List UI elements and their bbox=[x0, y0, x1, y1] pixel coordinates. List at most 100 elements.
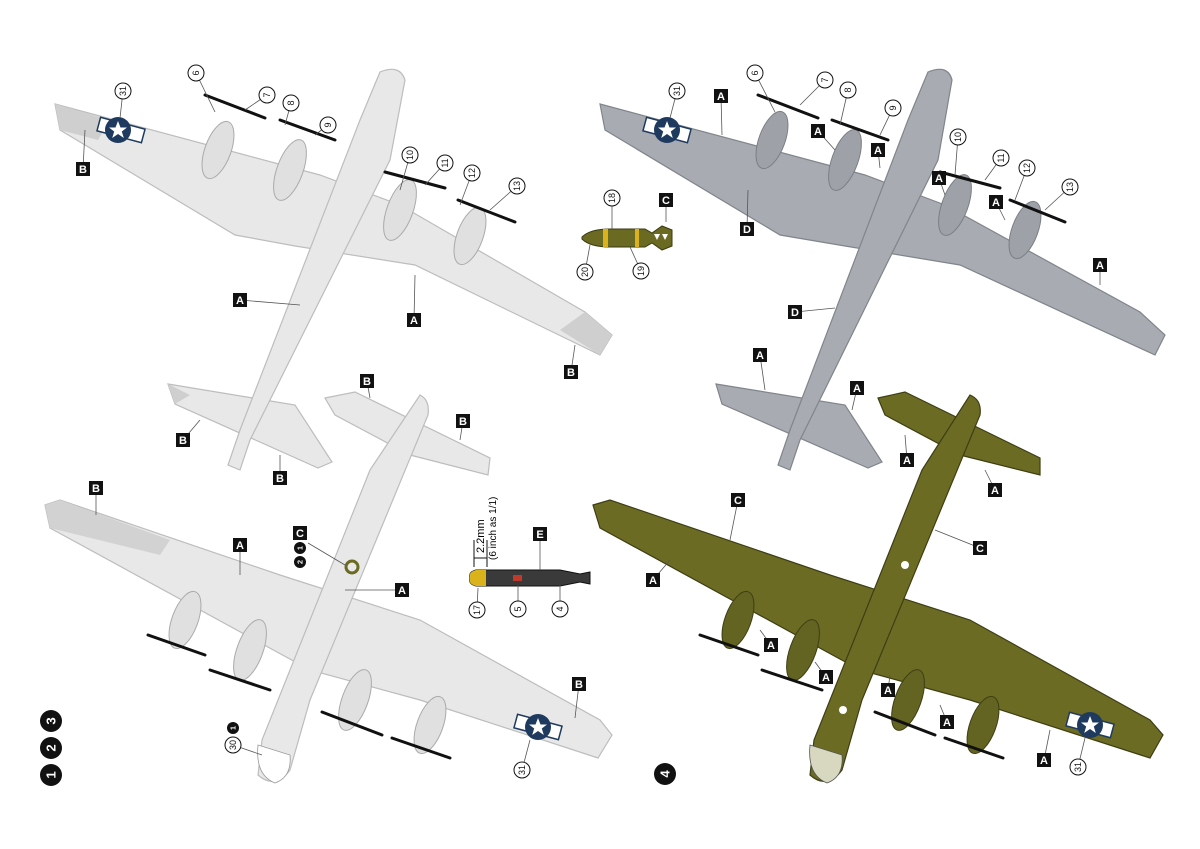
paint-callout-box bbox=[973, 541, 987, 555]
paint-callout-a: A bbox=[233, 293, 247, 307]
paint-callout-a: A bbox=[940, 715, 954, 729]
paint-callout-letter: B bbox=[276, 473, 284, 485]
paint-callout-box bbox=[881, 683, 895, 697]
decal-callout-12: 12 bbox=[463, 164, 481, 182]
paint-callout-letter: C bbox=[976, 543, 984, 555]
paint-callout-letter: A bbox=[236, 295, 244, 307]
paint-callout-box bbox=[989, 195, 1003, 209]
paint-callout-a: A bbox=[1037, 753, 1051, 767]
paint-callout-a: A bbox=[753, 348, 767, 362]
decal-callout-8: 8 bbox=[282, 94, 300, 112]
scheme-tag-number: 3 bbox=[43, 717, 58, 724]
paint-callout-box bbox=[360, 374, 374, 388]
paint-callout-letter: E bbox=[536, 529, 543, 541]
decal-callout-number: 8 bbox=[843, 87, 853, 92]
leader-line bbox=[239, 299, 301, 306]
decal-callout-10: 10 bbox=[401, 146, 419, 164]
decal-callout-number: 10 bbox=[953, 132, 963, 142]
scheme-marker-c-letter: C bbox=[296, 528, 304, 540]
decal-callout-circle bbox=[816, 71, 834, 89]
scheme-tag-1: 1 bbox=[40, 764, 62, 786]
scheme-tag-circle bbox=[40, 710, 62, 732]
dimension-note: (6 inch as 1/1) bbox=[488, 497, 499, 560]
paint-callout-letter: A bbox=[943, 717, 951, 729]
paint-callout-box bbox=[176, 433, 190, 447]
decal-callout-18: 18 bbox=[603, 189, 621, 207]
paint-callout-box bbox=[753, 348, 767, 362]
paint-callout-letter: C bbox=[734, 495, 742, 507]
paint-callout-e: E bbox=[533, 527, 547, 541]
paint-callout-letter: A bbox=[992, 197, 1000, 209]
decal-callout-number: 30 bbox=[228, 740, 238, 750]
decal-callout-8: 8 bbox=[839, 81, 857, 99]
decal-callout-circle bbox=[187, 64, 205, 82]
paint-callout-letter: A bbox=[884, 685, 892, 697]
paint-callout-letter: A bbox=[649, 575, 657, 587]
paint-callout-letter: B bbox=[575, 679, 583, 691]
decal-callout-circle bbox=[436, 154, 454, 172]
decal-callout-11: 11 bbox=[992, 149, 1010, 167]
decal-callout-13: 13 bbox=[508, 177, 526, 195]
paint-callout-box bbox=[731, 493, 745, 507]
paint-callout-a: A bbox=[989, 195, 1003, 209]
paint-callout-letter: A bbox=[935, 173, 943, 185]
decal-callout-number: 6 bbox=[750, 70, 760, 75]
decal-callout-17: 17 bbox=[468, 601, 486, 619]
paint-callout-box bbox=[395, 583, 409, 597]
propeller-dimension-note: 2.2mm (6 inch as 1/1) bbox=[475, 497, 499, 560]
scheme-tag-3: 3 bbox=[40, 710, 62, 732]
paint-callout-letter: B bbox=[363, 376, 371, 388]
decal-callout-circle bbox=[282, 94, 300, 112]
paint-callout-letter: B bbox=[567, 367, 575, 379]
decal-callout-12: 12 bbox=[1018, 159, 1036, 177]
decal-callout-circle bbox=[508, 177, 526, 195]
decal-callout-number: 31 bbox=[672, 86, 682, 96]
paint-callout-box bbox=[932, 171, 946, 185]
paint-callout-letter: A bbox=[903, 455, 911, 467]
paint-callout-a: A bbox=[988, 483, 1002, 497]
paint-callout-letter: A bbox=[814, 126, 822, 138]
scheme-tag-number: 2 bbox=[43, 744, 58, 751]
decal-callout-number: 9 bbox=[323, 122, 333, 127]
decal-callout-4: 4 bbox=[551, 600, 569, 618]
decal-callout-circle bbox=[992, 149, 1010, 167]
star-insignia-icon bbox=[96, 116, 146, 144]
leader-line bbox=[413, 274, 416, 321]
decal-callout-number: 31 bbox=[118, 86, 128, 96]
decal-callout-number: 7 bbox=[262, 92, 272, 97]
decal-callout-circle bbox=[224, 736, 242, 754]
scheme-tag-circle bbox=[294, 556, 306, 568]
paint-callout-letter: B bbox=[459, 416, 467, 428]
scheme-tag-number: 1 bbox=[228, 726, 237, 730]
decal-callout-number: 6 bbox=[191, 70, 201, 75]
decal-callout-circle bbox=[746, 64, 764, 82]
paint-callout-box bbox=[646, 573, 660, 587]
paint-callout-b: B bbox=[360, 374, 374, 388]
scheme-marker-c-box bbox=[293, 526, 307, 540]
paint-callout-letter: B bbox=[79, 164, 87, 176]
paint-callout-box bbox=[456, 414, 470, 428]
star-insignia-icon bbox=[642, 116, 692, 144]
scheme-tag-circle bbox=[654, 763, 676, 785]
decal-callout-31: 31 bbox=[668, 82, 686, 100]
paint-callout-a: A bbox=[233, 538, 247, 552]
scheme-tag-circle bbox=[40, 764, 62, 786]
paint-callout-a: A bbox=[764, 638, 778, 652]
decal-callout-number: 11 bbox=[996, 153, 1006, 162]
decal-callout-number: 18 bbox=[607, 193, 617, 203]
decal-callout-31: 31 bbox=[114, 82, 132, 100]
paint-callout-box bbox=[788, 305, 802, 319]
decal-callout-number: 10 bbox=[405, 150, 415, 160]
decal-callout-number: 12 bbox=[1022, 163, 1032, 173]
decal-callout-31: 31 bbox=[513, 761, 531, 779]
paint-callout-letter: A bbox=[1096, 260, 1104, 272]
leader-line bbox=[934, 529, 981, 549]
decal-callout-31: 31 bbox=[1069, 758, 1087, 776]
scheme-tag-circle bbox=[40, 737, 62, 759]
paint-callout-c: C bbox=[731, 493, 745, 507]
decal-callout-circle bbox=[463, 164, 481, 182]
decal-callout-circle bbox=[513, 761, 531, 779]
scheme-tag-4: 4 bbox=[654, 763, 676, 785]
